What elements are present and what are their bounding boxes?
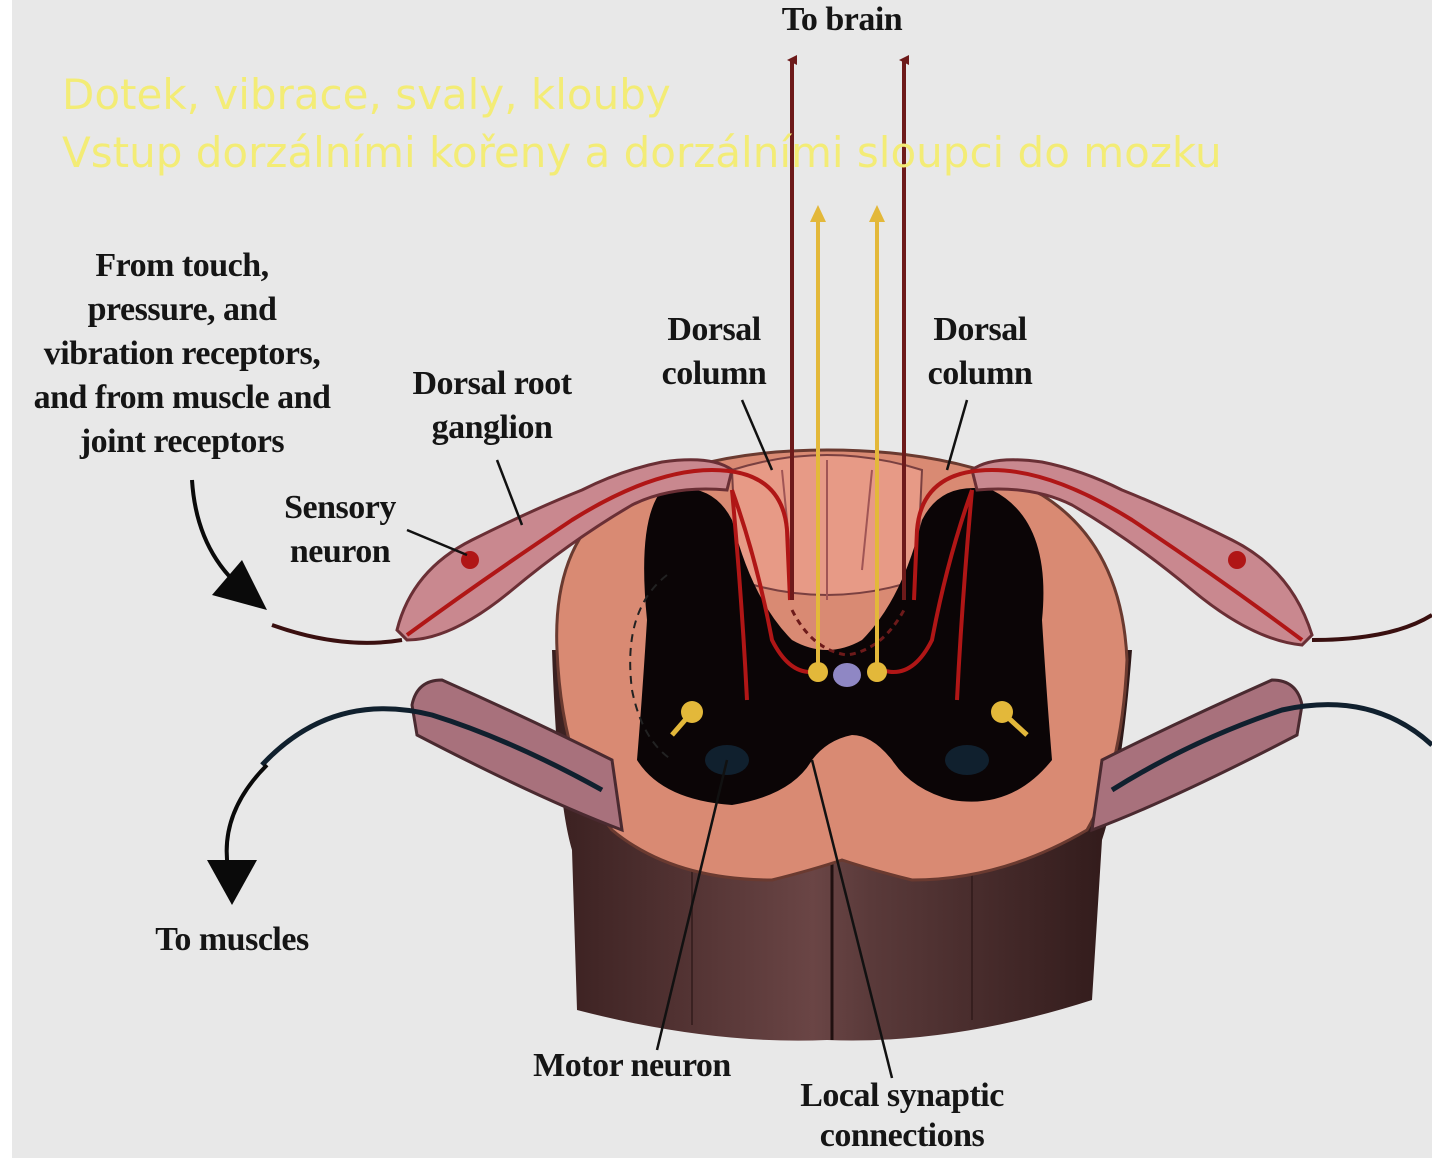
overlay-line-2: Vstup dorzálními kořeny a dorzálními slo… (62, 124, 1222, 182)
synapse-right (867, 662, 887, 682)
receptors-line: and from muscle and (12, 376, 352, 420)
right-ganglion-cell (1228, 551, 1246, 569)
to-muscles-label: To muscles (132, 918, 332, 962)
diagram-canvas: To brain From touch, pressure, and vibra… (12, 0, 1432, 1158)
outgoing-arrow (207, 765, 267, 905)
label-line: column (910, 352, 1050, 396)
label-line: neuron (270, 530, 410, 574)
dorsal-column-left-label: Dorsal column (644, 308, 784, 396)
local-synaptic-label: Local synaptic connections (772, 1076, 1032, 1156)
label-line: Local synaptic (772, 1076, 1032, 1116)
label-line: Dorsal root (392, 362, 592, 406)
dorsal-column-right-label: Dorsal column (910, 308, 1050, 396)
motor-neuron-label: Motor neuron (512, 1044, 752, 1088)
right-ventral-root (1092, 680, 1432, 830)
to-brain-label: To brain (762, 0, 922, 40)
sensory-neuron-label: Sensory neuron (270, 486, 410, 574)
receptors-label: From touch, pressure, and vibration rece… (12, 244, 352, 464)
receptors-line: From touch, (12, 244, 352, 288)
incoming-arrow (192, 480, 267, 610)
receptors-line: joint receptors (12, 420, 352, 464)
overlay-line-1: Dotek, vibrace, svaly, klouby (62, 66, 671, 124)
label-line: Dorsal (910, 308, 1050, 352)
synapse-left (808, 662, 828, 682)
receptors-line: vibration receptors, (12, 332, 352, 376)
label-line: column (644, 352, 784, 396)
label-line: Dorsal (644, 308, 784, 352)
label-line: connections (772, 1116, 1032, 1156)
dorsal-root-ganglion-label: Dorsal root ganglion (392, 362, 592, 450)
label-line: ganglion (392, 406, 592, 450)
receptors-line: pressure, and (12, 288, 352, 332)
label-line: Sensory (270, 486, 410, 530)
